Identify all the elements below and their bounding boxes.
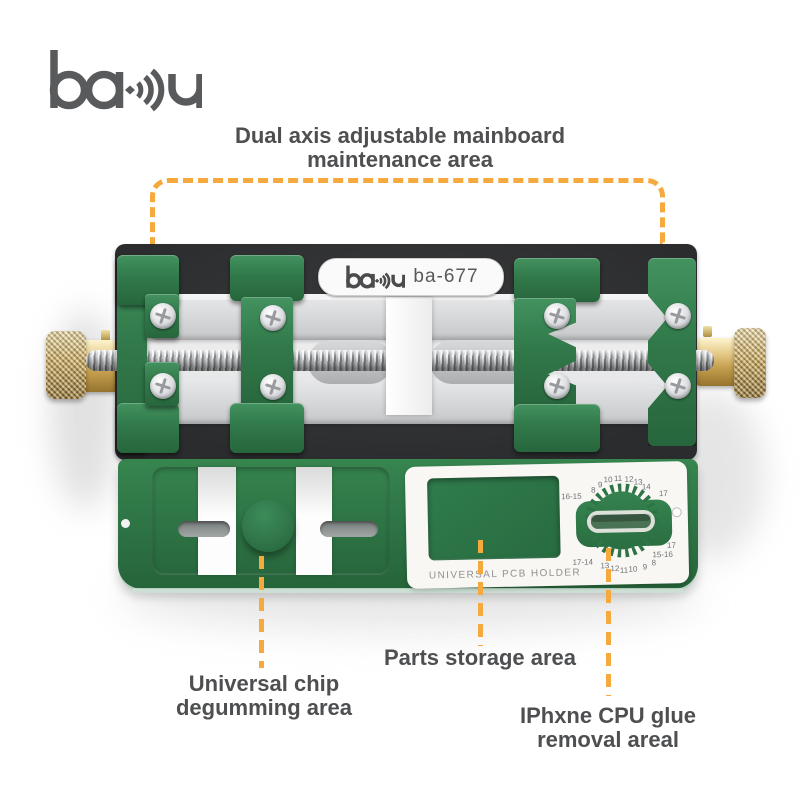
main-area-callout-line2: maintenance area [307,147,493,172]
dial-number: 8 [651,558,657,568]
leader-chip-degumming [259,556,264,668]
dial-number: 17 [658,488,668,499]
dial-number: 9 [642,562,648,572]
device-model-label: ba-677 [318,258,504,296]
model-number-text: ba-677 [413,266,479,287]
dial-number: 17 [666,540,677,550]
panel-caption: UNIVERSAL PCB HOLDER [428,567,582,582]
brand-logo-small-icon [346,265,406,290]
panel-hole [671,507,682,518]
right-clamp-top-flange [514,258,600,302]
cpu-glue-callout: IPhxne CPU glue removal areal [458,704,758,752]
slide-slot-left [178,521,230,537]
dial-number: 17-14 [572,557,594,567]
dial-number: 9 [597,480,603,490]
screw [260,374,286,400]
leader-cpu-glue [606,548,611,696]
dial-number: 14 [641,482,651,492]
screw [665,303,691,329]
chip-degumming-line2: degumming area [175,695,353,720]
dial-number: 8 [590,485,596,495]
screw [150,373,176,399]
dial-number: 12 [624,474,634,484]
plate-hole [121,519,130,528]
screw [260,305,286,331]
dial-number: 11 [613,473,623,484]
chip-degumming-callout: Universal chip degumming area [114,672,414,720]
main-area-callout: Dual axis adjustable mainboard maintenan… [140,124,660,172]
right-knurled-knob [734,328,766,398]
dial-number: 15-16 [652,549,673,560]
gear-dial-icon [575,483,673,558]
degumming-round-knob [242,500,294,552]
screw [150,303,176,329]
center-white-strip [386,297,432,415]
leader-parts-storage [478,540,483,646]
right-clamp-bottom-flange [514,404,600,452]
brand-logo-icon [49,50,202,112]
ibeam-clamp-bottom-flange [230,403,304,453]
slide-slot-right [320,521,378,537]
left-clamp-bottom-arm [117,403,179,453]
left-knurled-knob [46,331,86,399]
dial-number: 10 [603,475,613,485]
dial-number: 10 [628,564,638,574]
screw [665,373,691,399]
screw [544,373,570,399]
dial-number: 11 [619,565,629,575]
screw [544,303,570,329]
right-knob-pin [703,326,712,337]
chip-degumming-line1: Universal chip [188,671,340,696]
dial-number: 16-15 [561,491,582,502]
main-area-callout-line1: Dual axis adjustable mainboard [234,123,566,148]
dashed-bracket [150,178,665,247]
edge-clamp-bar [648,258,696,446]
cpu-glue-line2: removal areal [537,727,679,752]
left-knob-pin [101,330,110,341]
base-plate-edge [132,588,684,593]
parts-storage-callout: Parts storage area [384,645,576,670]
parts-storage-tray [426,475,561,561]
cpu-glue-line1: IPhxne CPU glue [519,703,697,728]
dial-number: 12 [610,563,620,574]
ibeam-clamp-top-flange [230,255,304,301]
